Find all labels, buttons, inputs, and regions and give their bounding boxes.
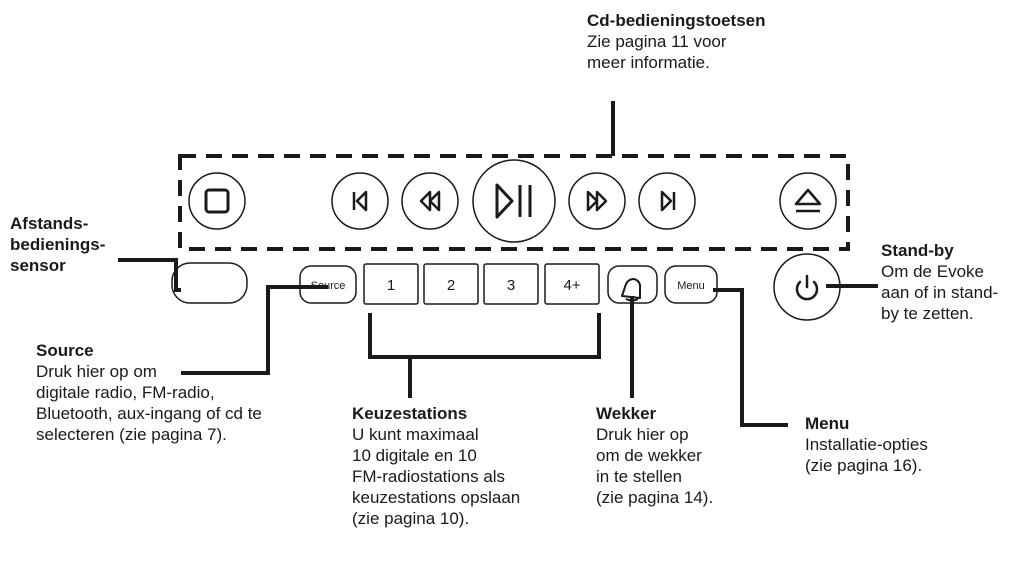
menu-button-frame [664, 265, 718, 304]
alarm-label: Wekker Druk hier op om de wekker in te s… [596, 403, 713, 508]
stop-icon [204, 188, 230, 214]
preset-1-button[interactable]: 1 [387, 277, 395, 294]
play-pause-icon [495, 183, 532, 219]
preset-4-frame [544, 263, 600, 305]
alarm-desc: Druk hier op om de wekker in te stellen … [596, 425, 714, 507]
preset-1-frame [363, 263, 419, 305]
fast-forward-button[interactable] [568, 172, 626, 230]
source-leader-line [181, 285, 328, 375]
sensor-leader-line [118, 258, 181, 292]
eject-icon [794, 188, 822, 213]
standby-title: Stand-by [881, 241, 954, 260]
skip-back-icon [352, 190, 368, 212]
menu-title: Menu [805, 414, 850, 433]
source-button[interactable]: Source [311, 280, 346, 292]
source-button-frame [299, 265, 357, 304]
skip-forward-button[interactable] [638, 172, 696, 230]
presets-title: Keuzestations [352, 404, 468, 423]
preset-4-button[interactable]: 4+ [563, 277, 580, 294]
cd-controls-label: Cd-bedieningstoetsen Zie pagina 11 voor … [587, 10, 766, 73]
preset-2-button[interactable]: 2 [447, 277, 455, 294]
source-label: Source Druk hier op om digitale radio, F… [36, 340, 262, 445]
source-desc: Druk hier op om digitale radio, FM-radio… [36, 362, 262, 444]
menu-desc: Installatie-opties (zie pagina 16). [805, 435, 928, 475]
power-icon [795, 274, 819, 301]
cd-controls-frame [178, 154, 850, 251]
preset-3-button[interactable]: 3 [507, 277, 515, 294]
source-title: Source [36, 341, 94, 360]
play-pause-button[interactable] [472, 159, 556, 243]
preset-2-frame [423, 263, 479, 305]
presets-label: Keuzestations U kunt maximaal 10 digital… [352, 403, 520, 529]
skip-forward-icon [660, 190, 676, 212]
presets-desc: U kunt maximaal 10 digitale en 10 FM-rad… [352, 425, 521, 528]
eject-button[interactable] [779, 172, 837, 230]
rewind-button[interactable] [401, 172, 459, 230]
menu-leader-line [713, 288, 788, 427]
standby-desc: Om de Evoke aan of in stand- by te zette… [881, 262, 999, 323]
alarm-title: Wekker [596, 404, 657, 423]
stop-button[interactable] [188, 172, 246, 230]
cd-controls-desc: Zie pagina 11 voor meer informatie. [587, 32, 727, 72]
menu-button[interactable]: Menu [677, 280, 705, 292]
fast-forward-icon [586, 190, 608, 212]
standby-label: Stand-by Om de Evoke aan of in stand- by… [881, 240, 998, 324]
preset-3-frame [483, 263, 539, 305]
cd-controls-title: Cd-bedieningstoetsen [587, 11, 766, 30]
remote-sensor [171, 262, 248, 304]
sensor-label: Afstands- bedienings- sensor [10, 213, 105, 276]
menu-label: Menu Installatie-opties (zie pagina 16). [805, 413, 928, 476]
rewind-icon [419, 190, 441, 212]
presets-leader-line [368, 313, 601, 359]
skip-back-button[interactable] [331, 172, 389, 230]
sensor-title: Afstands- bedienings- sensor [10, 214, 106, 275]
